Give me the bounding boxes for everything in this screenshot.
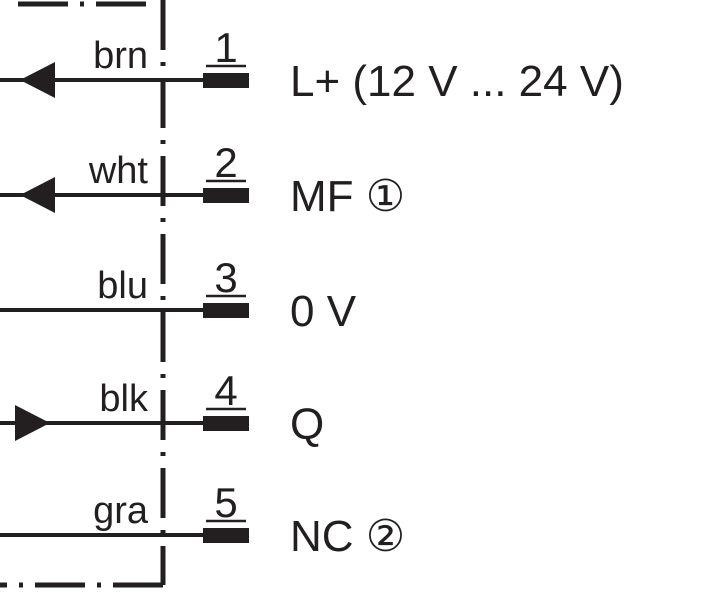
arrow-left-icon — [20, 62, 55, 98]
pin-row: wht 2 MF ① — [0, 139, 405, 221]
wire-color-label: brn — [93, 35, 148, 77]
signal-label: MF ① — [290, 172, 405, 221]
wire-color-label: blu — [97, 265, 148, 307]
pin-number: 5 — [214, 479, 237, 526]
pin-row: gra 5 NC ② — [0, 479, 405, 561]
signal-label: 0 V — [290, 287, 357, 336]
pin-number: 4 — [214, 367, 237, 414]
pin-row: blu 3 0 V — [0, 254, 357, 336]
signal-label: Q — [290, 400, 324, 449]
pin-row: brn 1 L+ (12 V ... 24 V) — [0, 24, 624, 106]
pin-terminal — [203, 528, 249, 543]
pin-terminal — [203, 303, 249, 318]
wire-color-label: blk — [99, 378, 149, 420]
pin-number: 2 — [214, 139, 237, 186]
pin-terminal — [203, 188, 249, 203]
pin-number: 1 — [214, 24, 237, 71]
device-boundary — [0, 0, 166, 588]
signal-label: L+ (12 V ... 24 V) — [290, 57, 624, 106]
pin-terminal — [203, 416, 249, 431]
wire-color-label: gra — [93, 490, 149, 532]
pin-number: 3 — [214, 254, 237, 301]
arrow-left-icon — [20, 177, 55, 213]
arrow-right-icon — [15, 405, 50, 441]
pin-row: blk 4Q — [0, 367, 324, 449]
pin-terminal — [203, 73, 249, 88]
signal-label: NC ② — [290, 512, 405, 561]
wire-color-label: wht — [88, 150, 149, 192]
